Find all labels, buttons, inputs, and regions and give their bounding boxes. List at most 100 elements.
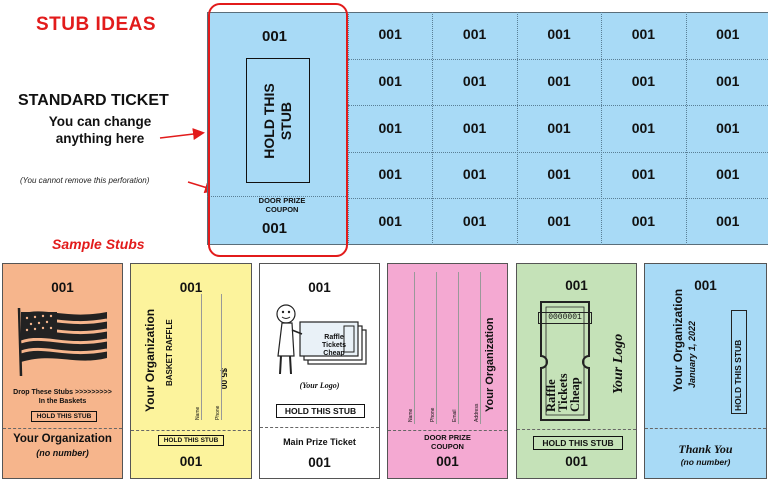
stub-top-number: 001 (179, 280, 203, 295)
stub-top-number: 001 (694, 278, 717, 293)
hold-this-stub-box: HOLD THIS STUB (731, 310, 747, 414)
column-perforation (432, 12, 434, 245)
hold-this-stub-text: HOLD THIS STUB (733, 339, 743, 411)
hold-this-stub-box: HOLD THIS STUB (158, 435, 224, 446)
samples-heading: Sample Stubs (52, 236, 145, 252)
sample-stub-logo: 001 Raffle Tickets Cheap (Your Logo) HOL… (259, 263, 380, 479)
ticket-number: 001 (716, 212, 740, 229)
drop-line-2: In the Baskets (38, 398, 87, 405)
logo-word-3: Cheap (568, 377, 582, 412)
phone-field-line (221, 294, 222, 420)
ticket-number: 001 (547, 212, 571, 229)
column-perforation (348, 12, 349, 245)
ticket-number: 001 (631, 72, 656, 89)
organization-name: Your Organization (143, 308, 157, 412)
sample-stub-basket-raffle: 001 Your Organization BASKET RAFFLE $5.0… (130, 263, 252, 479)
hold-this-stub-box: HOLD THIS STUB (533, 436, 623, 450)
row-perforation (348, 105, 768, 107)
door-prize-line-1: DOOR PRIZE (258, 196, 306, 205)
perforation-line (645, 428, 766, 429)
drop-line-1: Drop These Stubs >>>>>>>>> (13, 389, 112, 396)
name-field-line (414, 272, 415, 424)
perforation-line (3, 428, 122, 429)
hold-this-stub-box: HOLD THIS STUB (276, 404, 365, 418)
arrow-to-stub (159, 128, 205, 141)
ticket-number: 001 (631, 26, 656, 43)
ticket-number: 001 (378, 212, 402, 229)
sample-stub-entry-fields: Name Phone Email Address Your Organizati… (387, 263, 508, 479)
logo-caption: Your Logo (611, 333, 626, 394)
no-number-note: (no number) (680, 457, 731, 467)
ticket-number: 001 (547, 26, 571, 43)
row-perforation (348, 198, 768, 200)
logo-word-3: Cheap (323, 350, 345, 357)
ticket-number: 001 (378, 26, 402, 43)
perforation-line (131, 430, 251, 431)
email-field-line (458, 272, 459, 424)
standard-ticket-title: STANDARD TICKET (18, 92, 169, 109)
ticket-number: 001 (462, 72, 487, 89)
row-perforation (348, 151, 768, 153)
phone-field-label: Phone (215, 405, 221, 420)
mascot-logo-icon (276, 304, 367, 375)
name-field-label: Name (195, 406, 201, 420)
ticket-number: 001 (378, 119, 402, 136)
hold-this-stub-box: HOLD THIS STUB (31, 411, 97, 422)
prize-label: Main Prize Ticket (283, 437, 356, 447)
logo-word-1: Raffle (324, 334, 344, 341)
address-field-line (480, 272, 481, 424)
ticket-number: 001 (547, 119, 571, 136)
ticket-logo-icon (540, 301, 590, 421)
ticket-number: 001 (547, 72, 571, 89)
stub-perforation (207, 196, 348, 198)
american-flag-icon (17, 307, 108, 377)
stub-highlight-frame (208, 3, 348, 257)
standard-ticket-subtitle: You can change anything here (40, 113, 160, 147)
event-name: BASKET RAFFLE (165, 319, 174, 386)
door-prize-line-1: DOOR PRIZE (424, 433, 471, 442)
name-field-line (201, 294, 202, 420)
door-prize-number: 001 (262, 220, 288, 237)
sample-stub-flag: 001 Drop These Stubs >>>>>>>>> In the Ba… (2, 263, 123, 479)
stub-bottom-number: 001 (308, 455, 331, 470)
perforation-line (260, 427, 379, 428)
hold-this-stub-box: HOLD THIS STUB (246, 58, 310, 183)
stub-bottom-number: 001 (436, 454, 459, 469)
organization-name: Your Organization (13, 433, 112, 445)
door-prize-label: DOOR PRIZE COUPON (388, 433, 507, 451)
door-prize-line-2: COUPON (431, 442, 464, 451)
subtitle-line-1: You can change (48, 114, 152, 129)
no-number-note: (no number) (36, 448, 89, 458)
perforation-line (388, 430, 507, 431)
ticket-number: 001 (631, 212, 656, 229)
ticket-logo-text: Raffle Tickets Cheap (544, 373, 582, 412)
drop-instructions: Drop These Stubs >>>>>>>>> In the Basket… (3, 388, 122, 406)
stub-top-number: 001 (51, 280, 74, 295)
door-prize-line-2: COUPON (265, 205, 299, 214)
stub-top-number: 001 (308, 280, 331, 295)
ticket-number: 001 (631, 166, 656, 183)
standard-ticket-sheet (207, 12, 768, 245)
ticket-number: 001 (716, 119, 740, 136)
door-prize-label: DOOR PRIZE COUPON (228, 196, 336, 214)
sample-stub-dated: 001 Your Organization January 1, 2022 HO… (644, 263, 767, 479)
phone-field-label: Phone (430, 407, 436, 422)
ticket-number: 001 (462, 212, 487, 229)
organization-name: Your Organization (484, 317, 496, 412)
logo-caption: (Your Logo) (299, 381, 340, 390)
ticket-number: 001 (716, 72, 740, 89)
stub-bottom-number: 001 (179, 454, 203, 469)
column-perforation (685, 12, 687, 245)
ticket-number: 001 (462, 166, 487, 183)
perforation-note: (You cannot remove this perforation) (20, 176, 150, 185)
thank-you-text: Thank You (678, 442, 733, 456)
ticket-number: 001 (716, 166, 740, 183)
organization-name: Your Organization (671, 288, 685, 392)
name-field-label: Name (408, 408, 414, 422)
stub-bottom-number: 001 (565, 454, 588, 469)
email-field-label: Email (452, 409, 458, 422)
phone-field-line (436, 272, 437, 424)
mascot-logo-text: Raffle Tickets Cheap (312, 334, 356, 358)
ticket-number: 001 (547, 166, 571, 183)
stub-number: 001 (262, 28, 288, 45)
